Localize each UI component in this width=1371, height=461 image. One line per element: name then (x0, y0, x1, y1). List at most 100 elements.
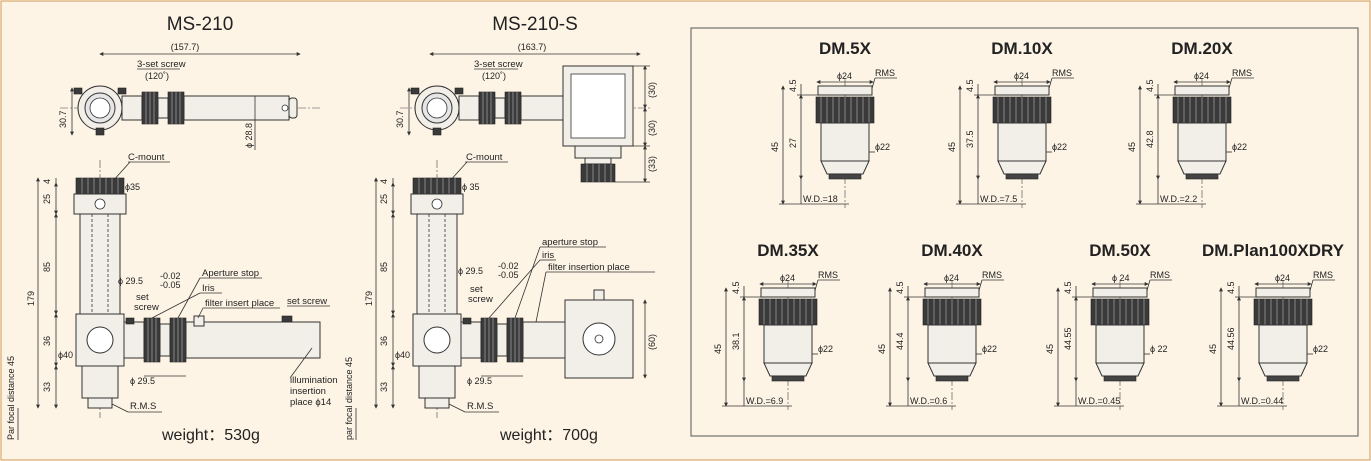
objective-6: DM.50X ϕ 24 RMS ϕ 22 4.5 44.55 45W.D.=0.45 (1045, 241, 1172, 410)
ms210-illum-1: illumination (290, 375, 338, 386)
ms210s-overall-length: (163.7) (518, 42, 547, 52)
objective-wd: W.D.=0.44 (1241, 396, 1283, 406)
ms210s-d33: 33 (379, 382, 389, 392)
objective-dim-4-5: 4.5 (965, 79, 975, 92)
ms210s-d179: 179 (364, 291, 374, 306)
ms210-aperture-stop: Aperture stop (202, 268, 259, 279)
ms210s-set: set (470, 284, 483, 295)
ms210s-dim-60: (60) (647, 334, 657, 350)
objective-dim-length: 27 (788, 138, 798, 148)
objective-dia-body: ϕ 22 (1150, 344, 1168, 354)
ms210s-aperture-stop: aperture stop (542, 237, 598, 248)
objective-title: DM.50X (1089, 241, 1151, 260)
ms210s-tol-upper: -0.02 (498, 261, 519, 271)
objective-dia-body: ϕ22 (875, 142, 890, 152)
ms210s-title: MS-210-S (492, 14, 578, 35)
objective-rms: RMS (1150, 270, 1170, 280)
objective-dim-total: 45 (1208, 344, 1218, 354)
ms210-d33: 33 (42, 382, 52, 392)
ms210-set-screw-label: 3-set screw (137, 59, 186, 70)
ms210-dia-40: ϕ40 (58, 350, 73, 360)
objective-wd: W.D.=18 (803, 194, 838, 204)
objective-wd: W.D.=6.9 (746, 396, 783, 406)
ms210s-dia-35: ϕ 35 (462, 182, 480, 192)
ms210s-cmount: C-mount (466, 152, 503, 163)
objective-dim-4-5: 4.5 (1063, 281, 1073, 294)
ms-210-drawing: MS-210 (157.7) 3-set screw (120˚) 30.7 (6, 14, 338, 444)
ms210s-d36: 36 (379, 336, 389, 346)
objective-1: DM.5X ϕ24 RMS ϕ22 4.5 27 45W.D.=18 (770, 39, 897, 208)
ms210-dim-30-7: 30.7 (58, 110, 68, 128)
objective-dia-top: ϕ 24 (1112, 273, 1130, 283)
objective-dim-4-5: 4.5 (731, 281, 741, 294)
ms210s-d85: 85 (379, 262, 389, 272)
ms210-dia-29-5: ϕ 29.5 (130, 376, 155, 386)
ms210s-iris: iris (542, 250, 554, 261)
objective-dim-total: 45 (947, 142, 957, 152)
objective-dim-total: 45 (1045, 344, 1055, 354)
ms210-top-view: 30.7 ϕ 28.8 (58, 85, 320, 150)
ms210-par-focal: Par focal distance 45 (6, 356, 16, 440)
ms210s-screw: screw (468, 294, 493, 305)
objective-dim-length: 37.5 (965, 130, 975, 148)
objective-dim-4-5: 4.5 (788, 79, 798, 92)
ms210-front-view: C-mount ϕ35 ϕ 29.5 -0.02 -0.05 (6, 152, 338, 440)
ms210-weight: weight：530g (161, 427, 260, 444)
objective-dia-body: ϕ22 (1232, 142, 1247, 152)
objective-dim-length: 44.4 (895, 332, 905, 350)
ms210-iris: Iris (202, 283, 215, 294)
objective-dim-length: 42.8 (1145, 130, 1155, 148)
objective-dia-body: ϕ22 (982, 344, 997, 354)
objective-dim-length: 38.1 (731, 332, 741, 350)
objective-dia-top: ϕ24 (1194, 71, 1209, 81)
ms210s-front-view: C-mount ϕ 35 ϕ 29.5 -0.02 -0.05 (344, 152, 657, 440)
objective-title: DM.5X (819, 39, 872, 58)
objective-rms: RMS (1052, 68, 1072, 78)
ms210s-dim-30a: (30) (647, 82, 657, 98)
objective-rms: RMS (875, 68, 895, 78)
objective-dim-total: 45 (1127, 142, 1137, 152)
objective-dia-body: ϕ22 (1313, 344, 1328, 354)
objective-title: DM.40X (921, 241, 983, 260)
objective-dia-body: ϕ22 (1052, 142, 1067, 152)
ms210-d25: 25 (42, 194, 52, 204)
ms210-angle: (120˚) (145, 71, 169, 81)
objective-wd: W.D.=7.5 (980, 194, 1017, 204)
ms210-filter: filter insert place (205, 298, 274, 309)
ms210-rms: R.M.S (130, 401, 156, 412)
ms210s-d25: 25 (379, 194, 389, 204)
ms210s-dim-30-7: 30.7 (395, 110, 405, 128)
ms210s-d4: 4 (379, 179, 389, 184)
objective-dim-total: 45 (770, 142, 780, 152)
ms210s-weight: weight：700g (499, 427, 598, 444)
ms210s-dim-30b: (30) (647, 120, 657, 136)
objective-dia-body: ϕ22 (818, 344, 833, 354)
ms210-d179: 179 (26, 291, 36, 306)
ms210-title: MS-210 (167, 14, 234, 35)
objective-dim-length: 44.55 (1063, 327, 1073, 350)
objective-dim-length: 44.56 (1226, 327, 1236, 350)
objectives-panel (690, 27, 1359, 437)
ms210-tol-lower: -0.05 (160, 280, 181, 290)
ms-210-s-drawing: MS-210-S (163.7) 3-set screw (120˚) (344, 14, 657, 444)
objective-dia-top: ϕ24 (944, 273, 959, 283)
ms210s-dia-29-5: ϕ 29.5 (467, 376, 492, 386)
objective-rms: RMS (818, 270, 838, 280)
ms210-dia-29-5-tol: ϕ 29.5 (118, 276, 143, 286)
objective-title: DM.20X (1171, 39, 1233, 58)
objective-title: DM.35X (757, 241, 819, 260)
objective-rms: RMS (982, 270, 1002, 280)
objective-dim-4-5: 4.5 (1145, 79, 1155, 92)
ms210-set: set (136, 292, 149, 303)
ms210s-filter: filter insertion place (548, 262, 630, 273)
objective-dim-4-5: 4.5 (895, 281, 905, 294)
ms210s-set-screw-label: 3-set screw (474, 59, 523, 70)
ms210s-rms: R.M.S (467, 401, 493, 412)
objective-dia-top: ϕ24 (837, 71, 852, 81)
objective-wd: W.D.=0.45 (1078, 396, 1120, 406)
